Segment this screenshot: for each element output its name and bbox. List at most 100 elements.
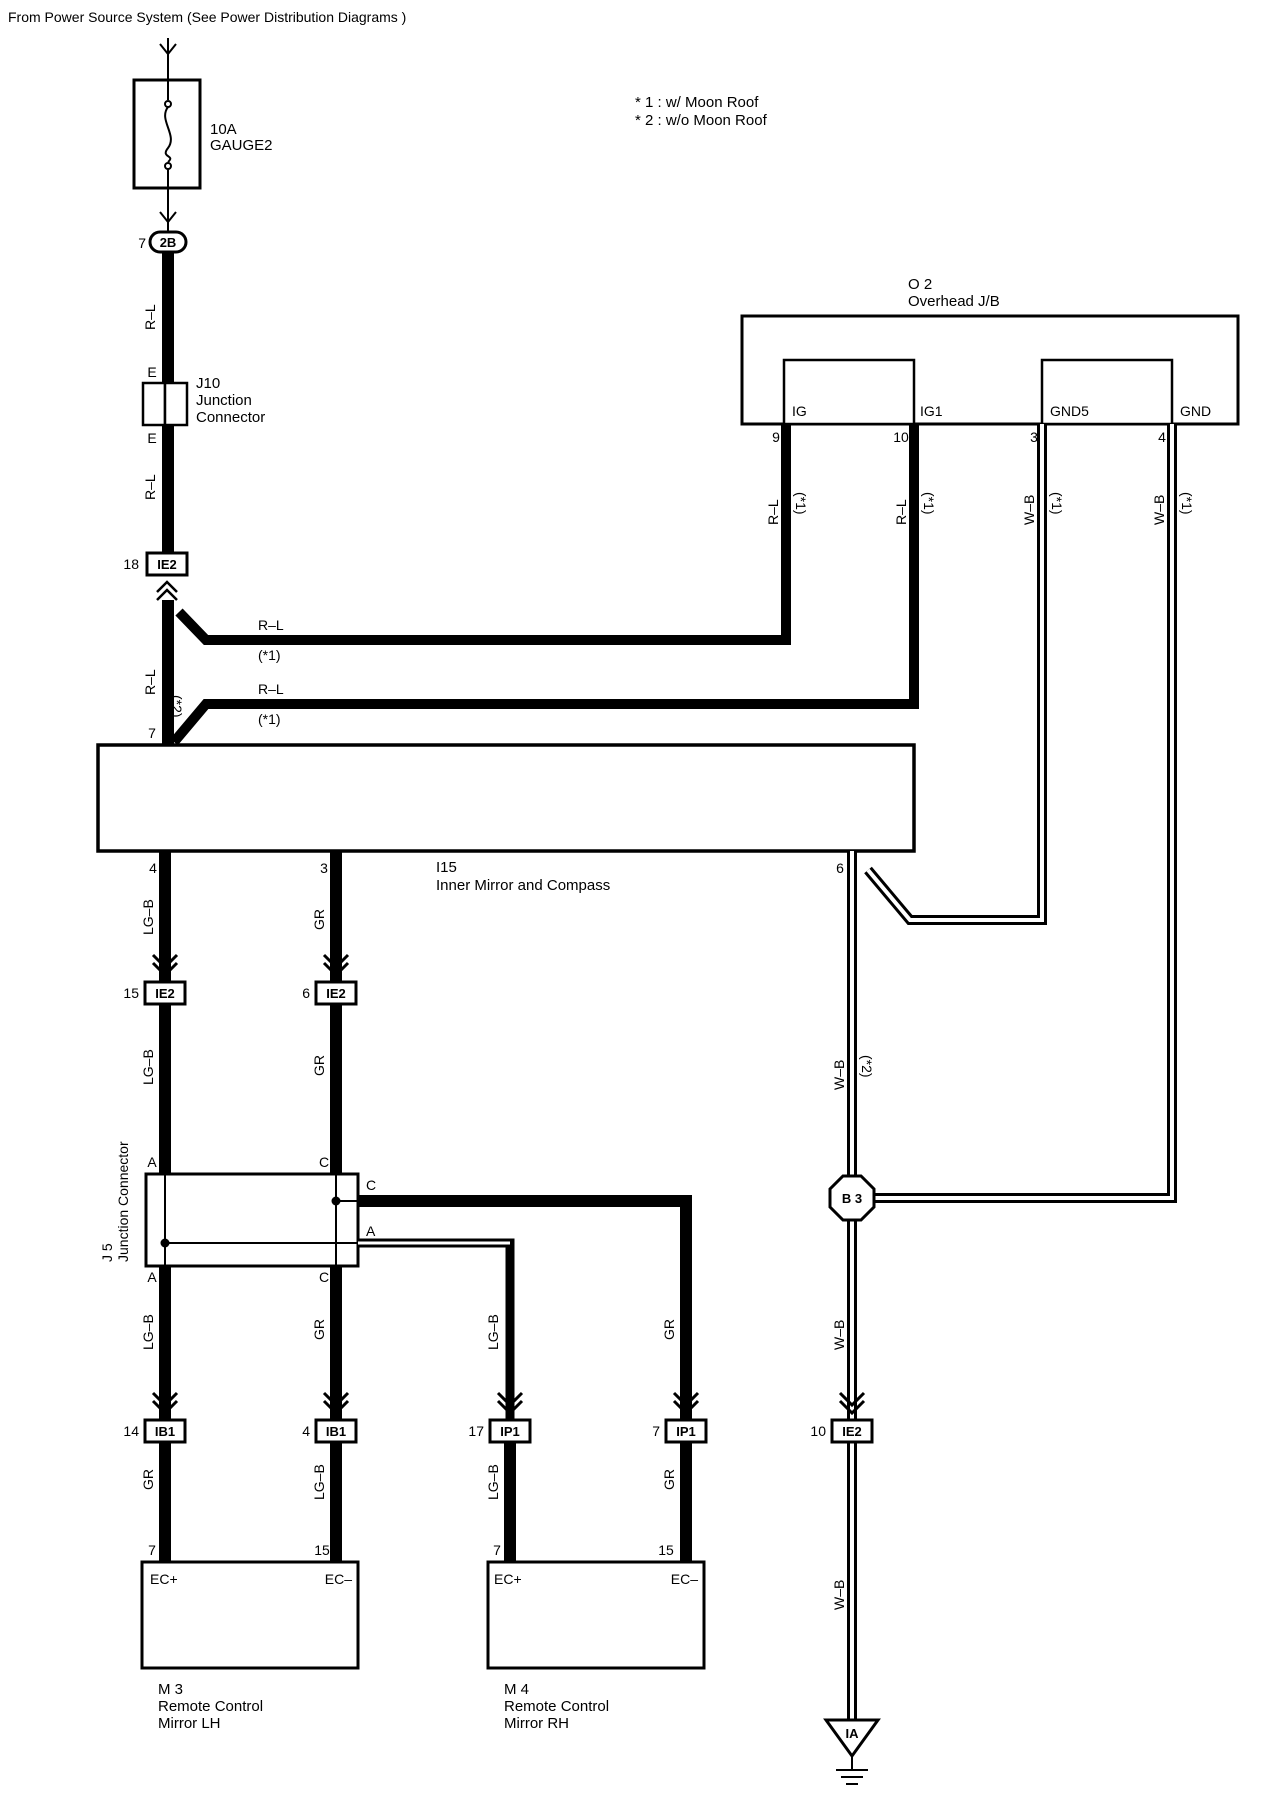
overhead-jb — [740, 314, 1240, 426]
b3-label: B 3 — [842, 1191, 862, 1206]
wire-label-rl-h1: R–L — [258, 617, 284, 633]
wire-label-lgb-5: LG–B — [311, 1464, 327, 1500]
wire-label-gr-6: GR — [661, 1469, 677, 1490]
ip1-7-pin: 7 — [652, 1423, 660, 1439]
j5-id: J 5 — [99, 1243, 115, 1262]
m4-terminal-2: EC– — [671, 1571, 698, 1587]
terminal-ig: IG — [792, 403, 807, 419]
j10-id: J10 — [196, 375, 220, 392]
wire-label-gr-1: GR — [311, 909, 327, 930]
note-1: * 1 : w/ Moon Roof — [635, 94, 759, 111]
wire-label-wb-1: W–B — [831, 1060, 847, 1090]
wire-label-wb-gnd: W–B — [1151, 495, 1167, 525]
connector-IE2-18: IE2 — [145, 551, 189, 577]
wire-label-rl-ig: R–L — [765, 499, 781, 525]
j5-pin-a-top: A — [147, 1154, 157, 1170]
connector-B3: B 3 — [828, 1174, 876, 1222]
m4-line1: Remote Control — [504, 1698, 609, 1715]
m4-pin-2: 15 — [658, 1542, 674, 1558]
ie2-10-label: IE2 — [842, 1424, 862, 1439]
mirror-pin-gnd: 6 — [836, 860, 844, 876]
terminal-gnd: GND — [1180, 403, 1211, 419]
wire-note-gnd: (*1) — [1179, 492, 1195, 515]
ie2-18-pin: 18 — [123, 556, 139, 572]
ib1-14-label: IB1 — [155, 1424, 175, 1439]
j5-name: Junction Connector — [115, 1141, 131, 1262]
wire-label-rl-3: R–L — [142, 669, 158, 695]
fuse-name: GAUGE2 — [210, 137, 273, 154]
connector-J10 — [141, 381, 189, 427]
wire-label-lgb-2: LG–B — [140, 1049, 156, 1085]
wire-note-2b: (*2) — [859, 1055, 875, 1078]
j5-pin-c-bottom: C — [319, 1269, 329, 1285]
m4-terminal-1: EC+ — [494, 1571, 522, 1587]
connector-IE2-6: IE2 — [314, 980, 358, 1006]
wire-note-2a: (*2) — [169, 695, 185, 718]
j5-pin-a-bottom: A — [147, 1269, 157, 1285]
terminal-ig-pin: 9 — [772, 429, 780, 445]
wire-note-gnd5: (*1) — [1049, 492, 1065, 515]
m3-code: M 3 — [158, 1681, 183, 1698]
m3-terminal-1: EC+ — [150, 1571, 178, 1587]
mirror-pin-a: 4 — [149, 860, 157, 876]
overhead-jb-code: O 2 — [908, 276, 932, 293]
wire-label-rl-1: R–L — [142, 304, 158, 330]
mirror-name: Inner Mirror and Compass — [436, 877, 610, 894]
terminal-ig1: IG1 — [920, 403, 943, 419]
m4-code: M 4 — [504, 1681, 529, 1698]
connector-IP1-17: IP1 — [488, 1418, 532, 1444]
j5-connector — [144, 1172, 360, 1268]
ie2-6-pin: 6 — [302, 985, 310, 1001]
j5-pin-c-top: C — [319, 1154, 329, 1170]
ground-symbol: IA — [823, 1718, 881, 1785]
mirror-pin-b: 3 — [320, 860, 328, 876]
fuse — [132, 78, 202, 190]
ie2-10-pin: 10 — [810, 1423, 826, 1439]
wire-label-rl-h2: R–L — [258, 681, 284, 697]
wire-note-ig: (*1) — [793, 492, 809, 515]
ib1-4-label: IB1 — [326, 1424, 346, 1439]
fuse-amps: 10A — [210, 121, 237, 138]
j10-line1: Junction — [196, 392, 252, 409]
connector-2B-pin: 7 — [138, 235, 146, 251]
ie2-6-label: IE2 — [326, 986, 346, 1001]
connector-IB1-4: IB1 — [314, 1418, 358, 1444]
mirror-pin-top: 7 — [148, 725, 156, 741]
wire-label-wb-2: W–B — [831, 1320, 847, 1350]
ia-label: IA — [846, 1726, 860, 1741]
j5-pin-a-right: A — [366, 1223, 376, 1239]
wire-label-gr-5: GR — [140, 1469, 156, 1490]
ie2-18-label: IE2 — [157, 557, 177, 572]
connector-2B: 2B — [148, 230, 188, 254]
wire-label-rl-2: R–L — [142, 474, 158, 500]
wire-label-rl-ig1: R–L — [893, 499, 909, 525]
wire-label-gr-4: GR — [661, 1319, 677, 1340]
mirror-lh-box — [140, 1560, 360, 1670]
terminal-gnd5-pin: 3 — [1030, 429, 1038, 445]
mirror-code: I15 — [436, 859, 457, 876]
overhead-jb-name: Overhead J/B — [908, 293, 1000, 310]
ie2-15-label: IE2 — [155, 986, 175, 1001]
wire-label-gr-3: GR — [311, 1319, 327, 1340]
m3-line2: Mirror LH — [158, 1715, 221, 1732]
j10-pin-bottom: E — [147, 430, 156, 446]
terminal-gnd-pin: 4 — [1158, 429, 1166, 445]
connector-IE2-10: IE2 — [830, 1418, 874, 1444]
ib1-4-pin: 4 — [302, 1423, 310, 1439]
connector-IP1-7: IP1 — [664, 1418, 708, 1444]
wire-note-h2: (*1) — [258, 711, 281, 727]
m3-pin-2: 15 — [314, 1542, 330, 1558]
wire-label-lgb-6: LG–B — [485, 1464, 501, 1500]
source-text: From Power Source System (See Power Dist… — [8, 9, 406, 25]
m4-pin-1: 7 — [493, 1542, 501, 1558]
m3-pin-1: 7 — [148, 1542, 156, 1558]
m4-line2: Mirror RH — [504, 1715, 569, 1732]
m3-terminal-2: EC– — [325, 1571, 352, 1587]
ip1-17-label: IP1 — [500, 1424, 520, 1439]
power-input-arrow — [159, 38, 177, 80]
ie2-15-pin: 15 — [123, 985, 139, 1001]
terminal-gnd5: GND5 — [1050, 403, 1089, 419]
note-2: * 2 : w/o Moon Roof — [635, 112, 768, 129]
connector-2B-label: 2B — [160, 235, 177, 250]
